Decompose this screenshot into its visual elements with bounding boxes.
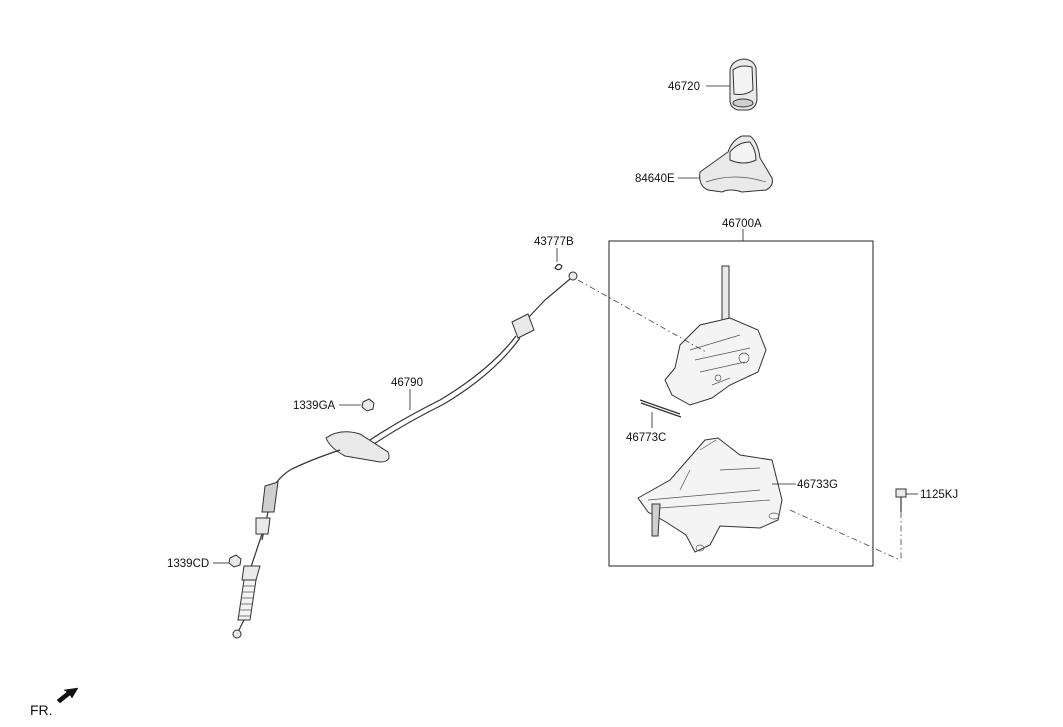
assembly-46700a-box — [608, 240, 874, 567]
shift-boot-part[interactable] — [699, 135, 773, 193]
bracket-46733g-part[interactable] — [637, 437, 783, 553]
label-84640e[interactable]: 84640E — [635, 173, 675, 185]
nut-1339cd-part[interactable] — [228, 554, 242, 568]
clip-43777b-part[interactable] — [554, 263, 563, 271]
front-indicator-label: FR. — [30, 702, 53, 718]
alignment-line-bolt — [789, 509, 901, 561]
label-46733g[interactable]: 46733G — [797, 479, 838, 491]
label-1339cd[interactable]: 1339CD — [167, 558, 209, 570]
alignment-line-cable — [577, 279, 707, 353]
bolt-1125kj-part[interactable] — [895, 488, 907, 512]
shift-cable-46790-part[interactable] — [232, 271, 578, 639]
label-46720[interactable]: 46720 — [668, 81, 700, 93]
label-46773c[interactable]: 46773C — [626, 432, 666, 444]
nut-1339ga-part[interactable] — [361, 398, 375, 412]
label-1125kj[interactable]: 1125KJ — [920, 489, 958, 501]
label-46700a[interactable]: 46700A — [722, 218, 762, 230]
front-arrow-icon — [56, 687, 79, 704]
label-46790[interactable]: 46790 — [391, 377, 423, 389]
label-43777b[interactable]: 43777B — [534, 236, 574, 248]
label-1339ga[interactable]: 1339GA — [293, 400, 336, 412]
shifter-mechanism-part[interactable] — [664, 265, 767, 406]
spacer-46773c-part[interactable] — [639, 399, 682, 418]
shift-knob-part[interactable] — [729, 58, 758, 111]
